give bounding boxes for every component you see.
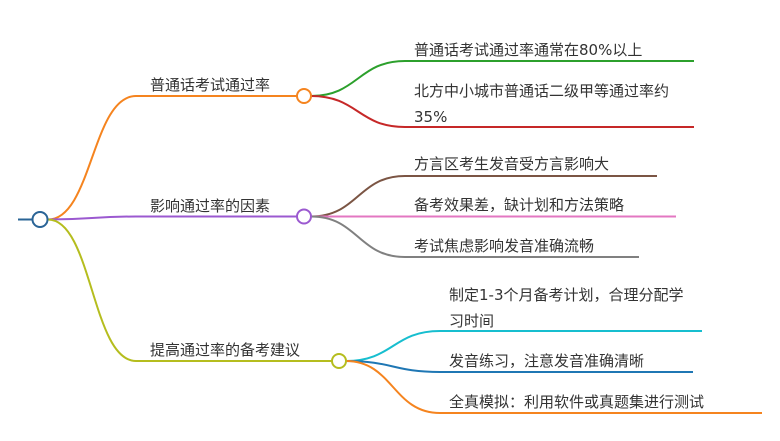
branch-label-pass-rate[interactable]: 普通话考试通过率 (150, 76, 271, 94)
branch-line-suggestions (47, 218, 339, 362)
branch-line-pass-rate (47, 95, 304, 221)
branch-label-factors[interactable]: 影响通过率的因素 (150, 197, 271, 215)
leaf-label-prep-effect[interactable]: 备考效果差，缺计划和方法策略 (414, 196, 625, 214)
root-node[interactable] (31, 211, 49, 228)
leaf-label-anxiety[interactable]: 考试焦虑影响发音准确流畅 (414, 237, 595, 255)
branch-node-suggestions[interactable] (331, 353, 347, 369)
leaf-line-anxiety (310, 215, 639, 258)
branch-line-factors (47, 215, 304, 221)
leaf-label-mock-test[interactable]: 全真模拟：利用软件或真题集进行测试 (449, 393, 705, 411)
branch-node-factors[interactable] (296, 208, 312, 225)
leaf-label-pronunciation[interactable]: 发音练习，注意发音准确清晰 (449, 352, 645, 370)
leaf-line-pass-rate-35 (310, 95, 694, 128)
leaf-label-plan[interactable]: 制定1-3个月备考计划，合理分配学习时间 (449, 286, 684, 330)
leaf-line-dialect (310, 175, 657, 218)
leaf-line-pronunciation (345, 360, 693, 373)
leaf-line-pass-rate-80 (310, 60, 694, 97)
branch-label-suggestions[interactable]: 提高通过率的备考建议 (150, 341, 301, 359)
leaf-label-dialect[interactable]: 方言区考生发音受方言影响大 (414, 155, 610, 173)
leaf-label-pass-rate-80[interactable]: 普通话考试通过率通常在80%以上 (414, 41, 643, 59)
branch-node-pass-rate[interactable] (296, 88, 312, 104)
leaf-line-mock-test (345, 360, 762, 414)
leaf-label-pass-rate-35[interactable]: 北方中小城市普通话二级甲等通过率约35% (414, 82, 670, 126)
leaf-line-plan (345, 330, 702, 362)
